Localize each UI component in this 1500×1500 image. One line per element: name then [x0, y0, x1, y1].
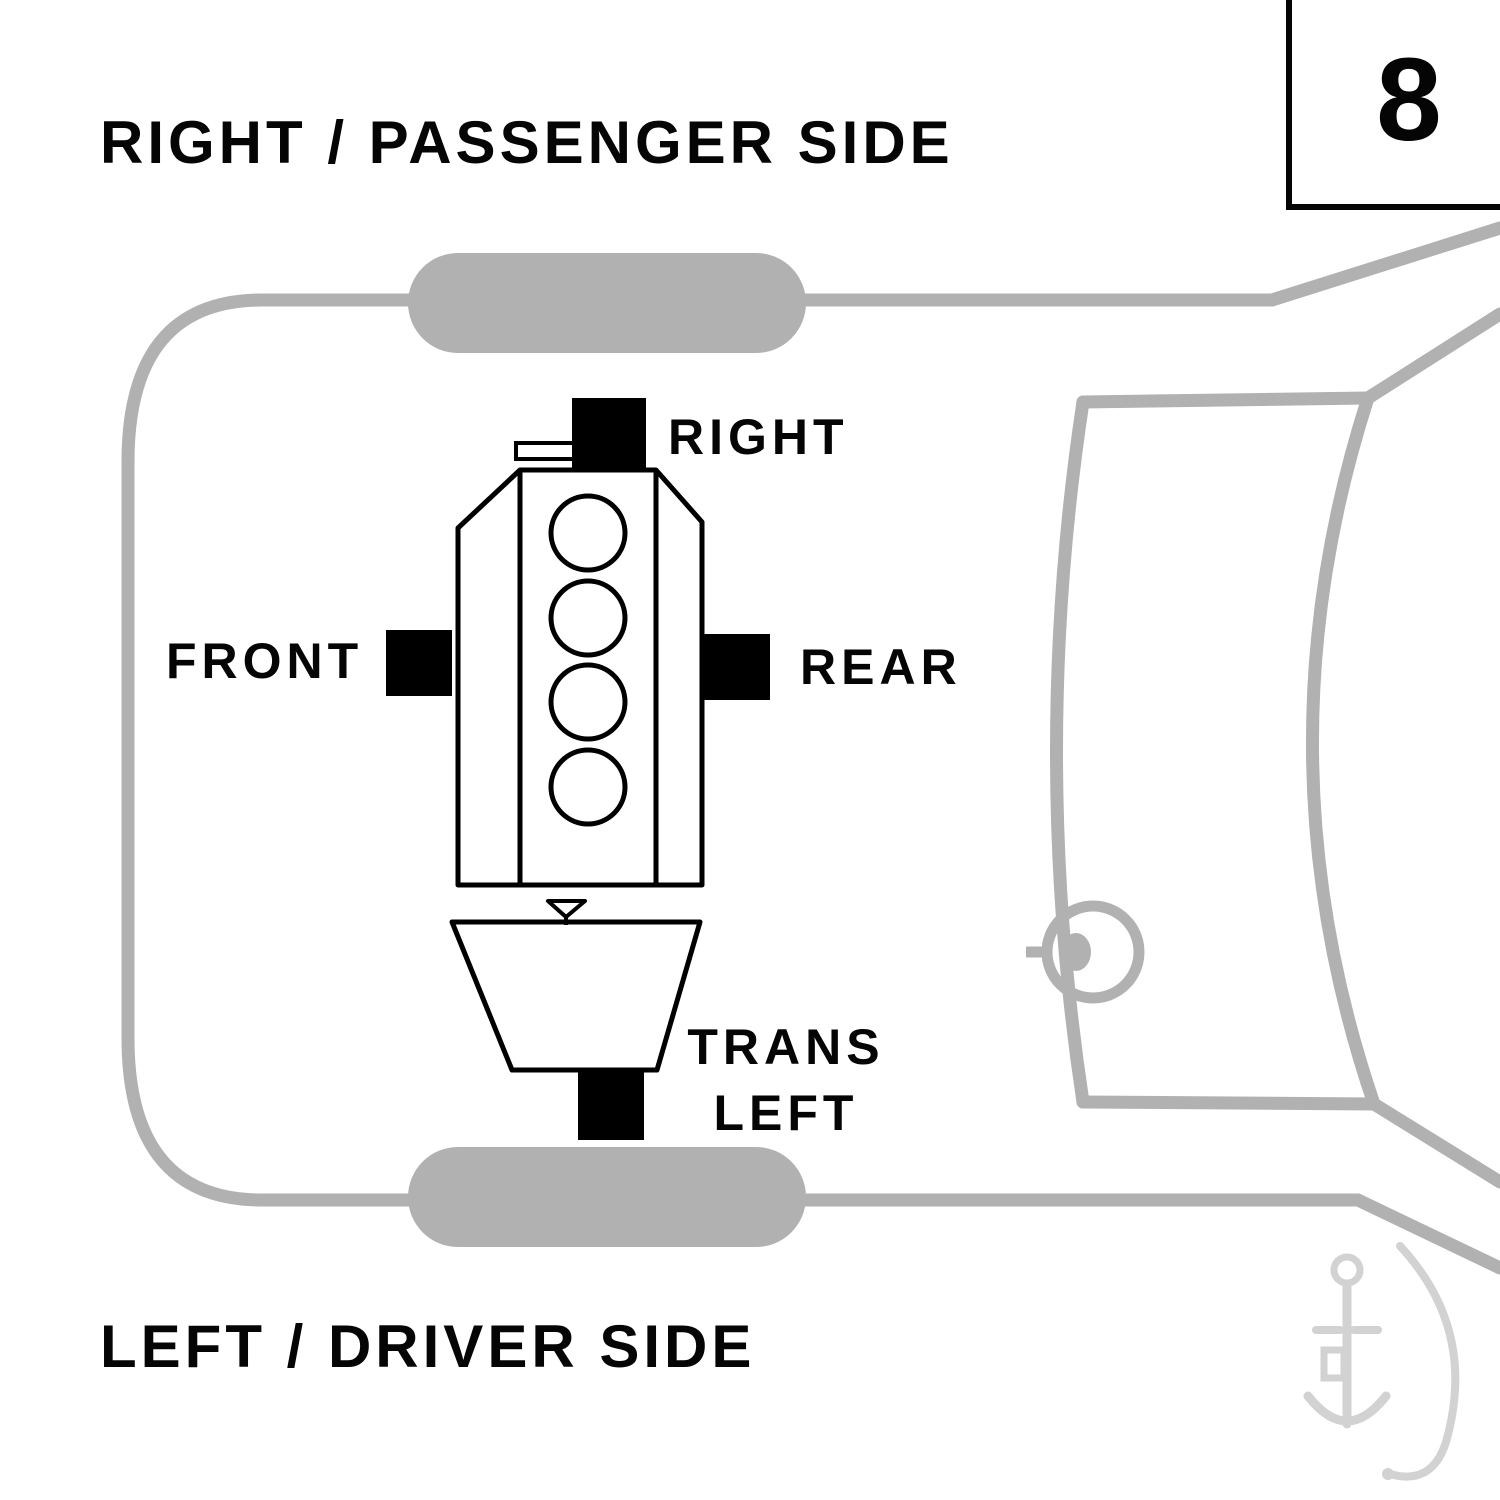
watermark-swoosh — [1386, 1242, 1460, 1481]
mount-label-right: RIGHT — [668, 409, 849, 465]
transmission-outline — [449, 919, 703, 1073]
windshield-top-edge — [1076, 391, 1375, 409]
watermark-logo — [1303, 1242, 1460, 1481]
cylinder-3 — [548, 662, 628, 742]
car-body-outline — [121, 221, 1500, 1275]
car-roofline-bottom — [1351, 1193, 1500, 1275]
mount-label-trans-line1: TRANS — [687, 1019, 885, 1075]
windshield — [1050, 391, 1381, 1111]
watermark-circle — [1330, 1253, 1364, 1287]
steering-wheel-rim — [1041, 900, 1145, 1004]
engine-block — [455, 467, 705, 888]
a-pillar-top — [1361, 307, 1500, 405]
tires — [408, 253, 806, 1247]
mount-label-rear: REAR — [800, 639, 962, 695]
car-front-outline — [121, 293, 1365, 1207]
bottom-side-title: LEFT / DRIVER SIDE — [100, 1313, 756, 1380]
windshield-bottom-edge — [1076, 1095, 1381, 1111]
car-roofline-top — [1265, 221, 1500, 307]
watermark-block — [1320, 1346, 1348, 1382]
steering-wheel-hub — [1061, 933, 1091, 971]
top-side-title: RIGHT / PASSENGER SIDE — [100, 109, 954, 176]
mount-markers — [386, 398, 770, 1140]
cylinder-4 — [548, 747, 628, 827]
rear-mount-square — [704, 634, 770, 700]
cylinder-1 — [548, 493, 628, 573]
trans-funnel — [546, 899, 587, 919]
windshield-left-curve — [1050, 395, 1090, 1109]
front-mount-square — [386, 630, 452, 696]
cylinder-2 — [548, 578, 628, 658]
mount-label-trans-left: TRANS LEFT — [676, 1014, 896, 1146]
windshield-right-curve — [1306, 391, 1381, 1111]
a-pillar-bottom — [1367, 1097, 1500, 1189]
tire-bottom — [408, 1147, 806, 1247]
tire-top — [408, 253, 806, 353]
position-number: 8 — [1376, 34, 1442, 166]
right-mount-pin — [514, 441, 578, 461]
mount-label-front: FRONT — [166, 633, 364, 689]
mount-label-trans-line2: LEFT — [713, 1085, 859, 1141]
watermark-fluke-arc — [1303, 1391, 1391, 1426]
right-mount-square — [572, 398, 646, 468]
position-number-box: 8 — [1286, 0, 1500, 210]
trans-left-mount-square — [578, 1068, 644, 1140]
watermark-dot — [1382, 1468, 1394, 1480]
steering-wheel — [1026, 900, 1145, 1004]
transmission — [449, 899, 703, 1073]
